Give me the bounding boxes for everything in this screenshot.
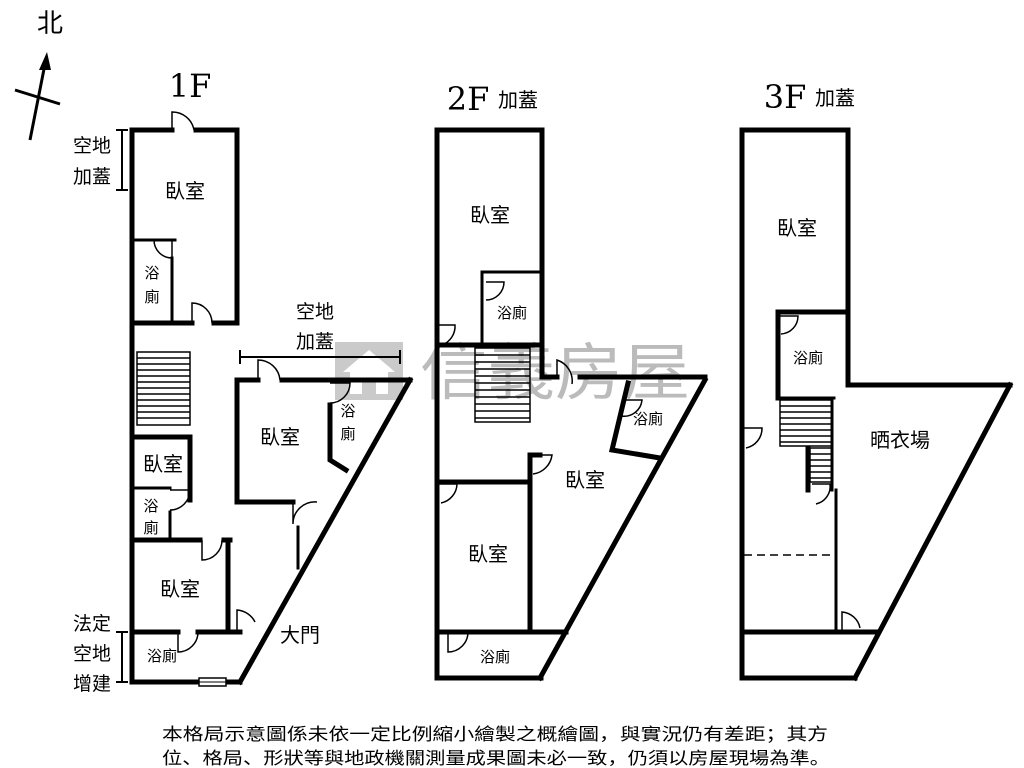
door-arc <box>329 382 351 404</box>
floor-2f-title: 2F <box>447 80 490 118</box>
floor-3f-tag: 加蓋 <box>815 86 855 110</box>
sinyi-logo-icon <box>335 342 403 400</box>
floor-2f: 2F 加蓋 臥室 浴廁 浴廁 臥室 臥室 浴廁 <box>434 80 709 682</box>
main-door-label: 大門 <box>280 623 320 647</box>
door-arc <box>437 483 458 504</box>
legal-annex-label: 法定 <box>73 613 111 635</box>
floor-2f-interior-walls <box>480 270 544 347</box>
disclaimer-line: 位、格局、形狀等與地政機關測量成果圖未必一致，仍須以房屋現場為準。 <box>162 749 830 768</box>
room-label-bath: 浴廁 <box>633 410 663 428</box>
room-label-bedroom: 臥室 <box>470 203 510 227</box>
room-label-drying-area: 晒衣場 <box>870 428 930 452</box>
floor-3f-title: 3F <box>764 78 807 116</box>
door-arc <box>292 501 318 525</box>
room-label-bath: 浴廁 <box>497 304 527 322</box>
door-arc <box>201 539 223 561</box>
door-arc <box>841 611 861 632</box>
room-label-bedroom: 臥室 <box>565 468 605 492</box>
room-label-bath: 廁 <box>340 425 355 443</box>
room-label-bath: 浴 <box>143 497 158 515</box>
floor-3f: 3F 加蓋 臥室 浴廁 晒衣場 <box>739 78 1014 682</box>
legal-annex-label: 空地 <box>73 643 111 665</box>
room-label-bath: 浴廁 <box>480 648 510 666</box>
floor-2f-tag: 加蓋 <box>498 88 538 112</box>
room-label-bedroom: 臥室 <box>160 577 200 601</box>
floor-2f-walls <box>434 127 709 682</box>
floor-1f-walls <box>129 127 414 686</box>
door-arc <box>780 315 799 335</box>
door-arc <box>177 631 199 653</box>
door-arc <box>447 631 469 653</box>
door-arc <box>556 358 573 385</box>
stairs <box>779 399 833 483</box>
room-label-bath: 浴 <box>144 264 159 282</box>
door-arc <box>169 489 191 511</box>
annex-mid-label: 加蓋 <box>296 331 334 353</box>
room-label-bedroom: 臥室 <box>165 179 205 203</box>
north-arrow-crossbar <box>14 88 61 106</box>
north-arrow: 北 <box>14 9 63 141</box>
door-arc <box>530 454 553 475</box>
door-arc <box>257 359 281 381</box>
north-label: 北 <box>37 9 63 39</box>
room-label-bedroom: 臥室 <box>260 425 300 449</box>
main-door-arc <box>236 609 256 632</box>
room-label-bath: 浴廁 <box>793 349 823 367</box>
disclaimer-line: 本格局示意圖係未依一定比例縮小繪製之概繪圖，與實況仍有差距；其方 <box>162 725 828 745</box>
stairs <box>474 347 531 423</box>
door-arc <box>437 324 456 346</box>
dimension-bracket-bottom <box>116 631 128 683</box>
floor-3f-walls <box>739 127 1014 682</box>
dimension-bracket-top <box>116 129 128 191</box>
room-label-bath: 浴廁 <box>147 647 177 665</box>
dimension-line-mid <box>239 350 401 364</box>
room-label-bedroom: 臥室 <box>777 216 817 240</box>
watermark-brand: 信義房屋 <box>420 336 690 409</box>
annex-mid-label: 空地 <box>296 301 334 323</box>
disclaimer: 本格局示意圖係未依一定比例縮小繪製之概繪圖，與實況仍有差距；其方 位、格局、形狀… <box>162 725 830 768</box>
door-arc <box>153 239 173 259</box>
annex-top-label: 加蓋 <box>73 166 111 188</box>
annex-top-label: 空地 <box>73 135 111 157</box>
legal-annex-label: 增建 <box>73 673 111 695</box>
north-arrow-shaft <box>28 63 47 141</box>
floor-1f-title: 1F <box>169 67 212 105</box>
door-arc <box>620 399 643 418</box>
floor-3f-interior-walls <box>776 396 838 634</box>
door-arc <box>812 483 831 505</box>
door-arc <box>191 302 213 324</box>
stairs <box>136 351 191 426</box>
room-label-bath: 浴 <box>340 402 355 420</box>
floor-1f-interior-walls <box>130 238 300 570</box>
north-arrowhead-icon <box>39 52 51 70</box>
room-label-bedroom: 臥室 <box>143 452 183 476</box>
door-arc <box>171 111 195 131</box>
room-label-bath: 廁 <box>144 288 159 306</box>
door-arc <box>485 281 505 301</box>
door-arc <box>742 427 763 449</box>
room-label-bedroom: 臥室 <box>468 542 508 566</box>
floor-1f: 1F 空地 加蓋 臥室 浴 廁 空地 加蓋 臥室 浴 廁 臥室 浴 廁 臥室 浴 <box>73 67 414 695</box>
room-label-bath: 廁 <box>143 519 158 537</box>
